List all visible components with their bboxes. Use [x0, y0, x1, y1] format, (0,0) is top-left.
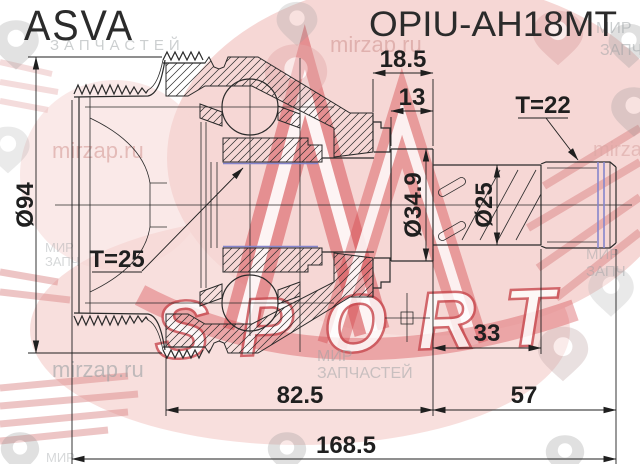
boot-clamp-seat	[373, 121, 391, 152]
watermark-text: ЗАПЧ	[45, 254, 79, 269]
watermark-text: ЗАПЧ	[586, 263, 626, 280]
bearing-ball-bottom	[221, 274, 279, 332]
pin-icon	[0, 432, 40, 464]
stub-shaft	[322, 113, 391, 297]
watermark-text: МИР	[317, 348, 353, 365]
stripe-fan-top-left	[0, 59, 59, 113]
watermark-text: mirzap.ru	[593, 139, 640, 161]
dim-text-shaft-diameter: Ø25	[471, 182, 498, 227]
watermark-text: МИР	[596, 20, 632, 37]
dim-flange-diameter: Ø34.9	[400, 148, 430, 262]
dim-text-flange-width: 13	[399, 84, 426, 111]
bearing-ball-top	[221, 78, 279, 136]
inner-race-bottom	[222, 247, 323, 273]
dim-inner-spline-teeth: T=25	[89, 167, 244, 273]
dim-text-flange-diameter: Ø34.9	[400, 172, 427, 237]
dim-text-outer-diameter: Ø94	[12, 182, 39, 228]
housing-top-wall	[165, 56, 374, 158]
stripe-fan-right	[525, 124, 640, 302]
cage-section	[199, 283, 223, 307]
watermark-text: МИР	[586, 246, 619, 263]
part-number: OPIU-AH18MT	[369, 5, 617, 44]
dim-spline-section-length: 33	[432, 249, 542, 354]
dim-total-length: 168.5	[71, 100, 617, 464]
watermark-text: mirzap.ru	[52, 138, 144, 163]
inner-race-top	[222, 137, 323, 163]
dim-text-total-length: 168.5	[316, 432, 376, 459]
dim-body-length: 82.5	[165, 249, 434, 416]
dim-text-body-length: 82.5	[277, 382, 324, 409]
watermark-text: МИР	[45, 240, 74, 255]
watermark-text: ЗАПЧАСТЕЙ	[317, 363, 413, 382]
dim-text-shaft-length: 57	[511, 382, 538, 409]
dim-text-spline-section-length: 33	[474, 320, 501, 347]
housing-bottom-wall	[165, 252, 374, 354]
cage-section	[199, 103, 223, 127]
cage-section	[277, 105, 301, 129]
cage-section	[277, 281, 301, 305]
watermark-text: ЗАПЧАСТЕЙ	[50, 36, 185, 54]
part-section-drawing	[55, 50, 632, 360]
watermark-text: МИР	[46, 450, 75, 464]
watermark-pink-blob	[20, 80, 210, 270]
watermark-text: mirzap.ru	[52, 357, 144, 382]
brand-logo-text: ASVA	[24, 2, 134, 50]
dim-shaft-diameter: Ø25	[471, 164, 501, 246]
dim-outer-diameter: Ø94	[12, 56, 162, 354]
dimension-annotations: Ø94 18.5 13 T=22 T=25 Ø34	[12, 46, 617, 464]
center-mark	[385, 293, 430, 342]
dim-shaft-length: 57	[432, 249, 617, 464]
dim-outer-spline-teeth: T=22	[515, 92, 579, 161]
outer-spline-end	[540, 161, 617, 249]
dim-text-flange-offset-width: 18.5	[380, 46, 427, 73]
pin-icon	[545, 435, 585, 464]
boot-cover	[73, 59, 167, 351]
dim-text-outer-spline-teeth: T=22	[515, 92, 570, 119]
boot-clamp-seat	[373, 258, 391, 289]
dim-flange-width: 13	[390, 84, 434, 146]
watermark-text: mirzap.ru	[330, 32, 422, 57]
dim-text-inner-spline-teeth: T=25	[89, 246, 144, 273]
watermark-text: ЗАПЧ	[600, 42, 640, 59]
